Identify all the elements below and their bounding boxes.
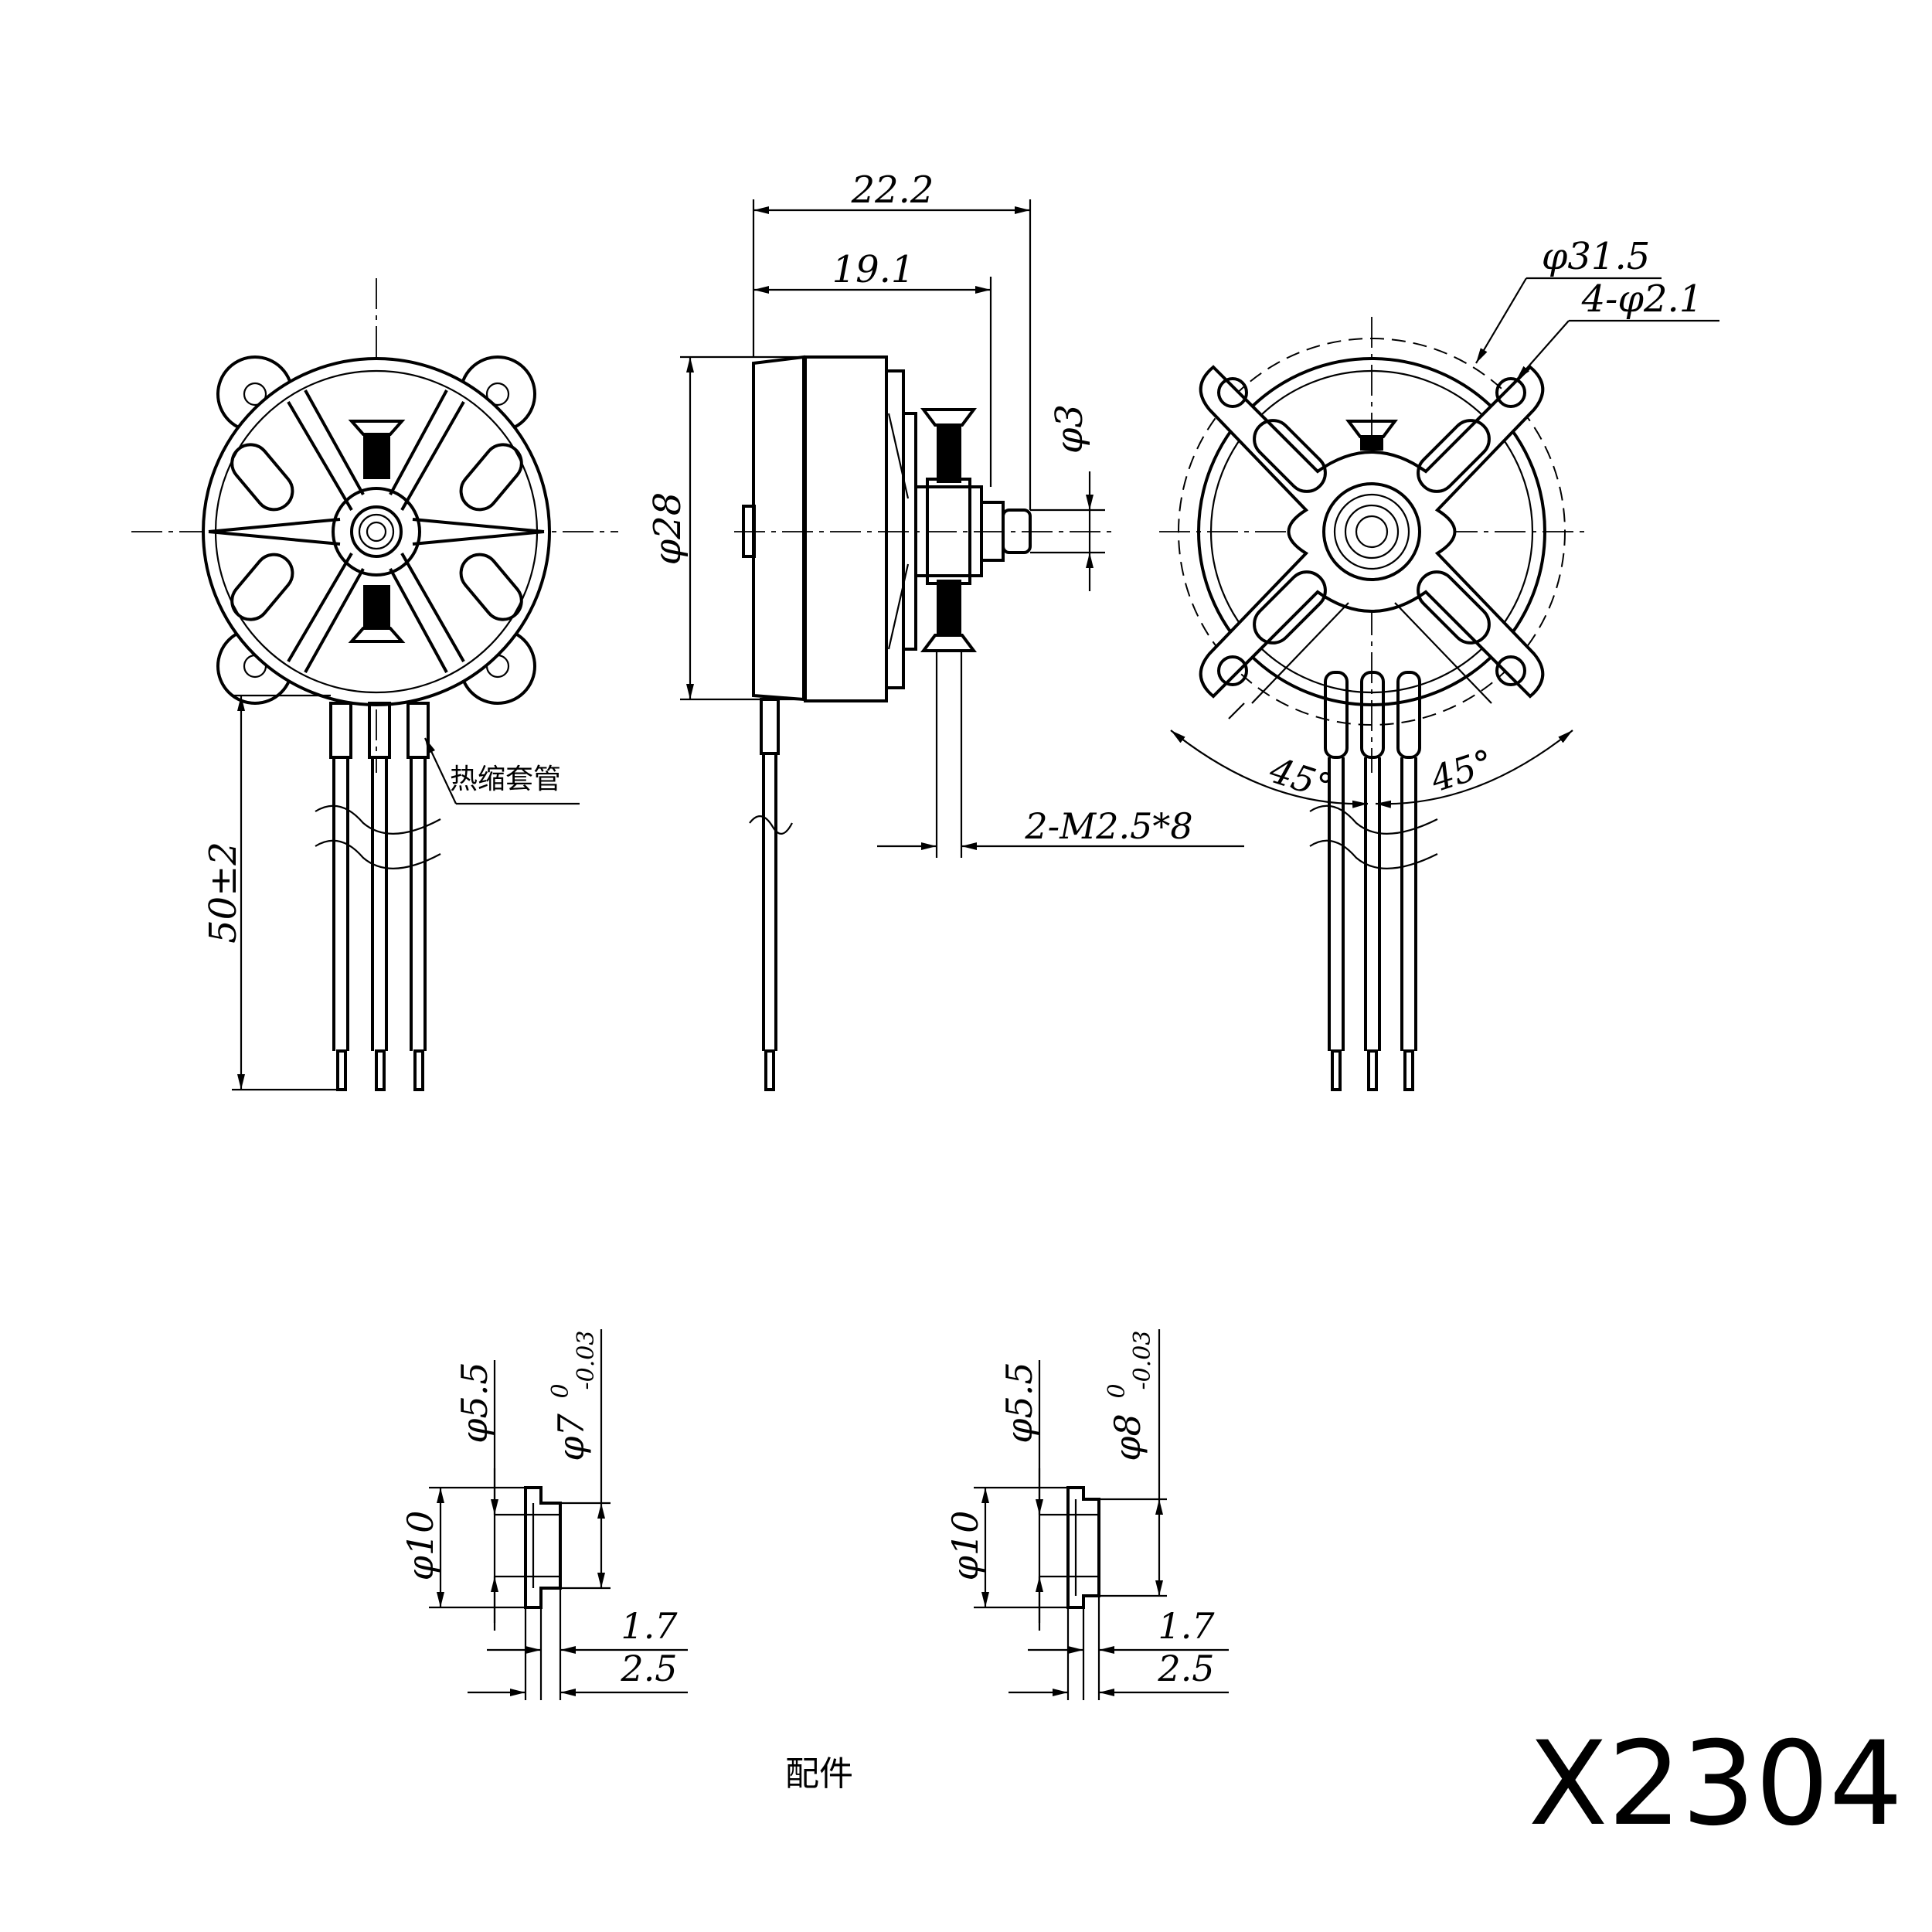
dim-angle-right: 45° (1425, 741, 1498, 801)
dim-shaft-diameter: φ3 (1048, 404, 1091, 454)
accessories-label: 配件 (785, 1754, 853, 1794)
adapter-left-inner-diameter: φ5.5 (454, 1362, 495, 1443)
dim-angle-left: 45° (1264, 749, 1338, 808)
adapter-left-overall-length: 2.5 (620, 1648, 677, 1689)
adapter-right: φ10 φ5.5 φ8 0 -0.03 1.7 2.5 (944, 1329, 1229, 1700)
adapter-right-overall-length: 2.5 (1157, 1648, 1214, 1689)
dim-overall-length: 22.2 (851, 168, 934, 212)
adapter-left-flange-thickness: 1.7 (621, 1605, 678, 1647)
adapter-right-shaft-diameter: φ8 (1107, 1413, 1148, 1461)
adapter-left: φ10 φ5.5 φ7 0 -0.03 1.7 2.5 (400, 1329, 688, 1700)
dim-mount-holes: 4-φ2.1 (1581, 277, 1703, 321)
heat-shrink-label: 热缩套管 (450, 764, 561, 795)
dim-screws: 2-M2.5*8 (1024, 805, 1192, 847)
adapter-right-tol-upper: 0 (1104, 1383, 1131, 1398)
adapter-right-flange-diameter: φ10 (944, 1511, 986, 1581)
adapter-left-tol-lower: -0.03 (573, 1331, 600, 1390)
front-view: 50±2 热缩套管 (131, 278, 618, 1091)
dim-mount-circle: φ31.5 (1542, 235, 1650, 278)
model-label: X2304 (1529, 1717, 1903, 1852)
side-view: 22.2 19.1 φ28 φ3 2-M2.5*8 (646, 168, 1244, 1091)
adapter-left-tol-upper: 0 (547, 1383, 574, 1398)
adapter-right-flange-thickness: 1.7 (1158, 1605, 1215, 1647)
adapter-right-tol-lower: -0.03 (1129, 1331, 1156, 1390)
adapter-left-shaft-diameter: φ7 (550, 1413, 592, 1461)
adapter-left-flange-diameter: φ10 (400, 1511, 441, 1581)
dim-body-length: 19.1 (832, 248, 915, 291)
rear-view: 45° 45° φ31.5 4-φ2.1 (1159, 235, 1719, 1091)
adapter-right-inner-diameter: φ5.5 (998, 1362, 1040, 1443)
dim-lead-length: 50±2 (202, 842, 245, 944)
dim-body-diameter: φ28 (646, 492, 689, 566)
